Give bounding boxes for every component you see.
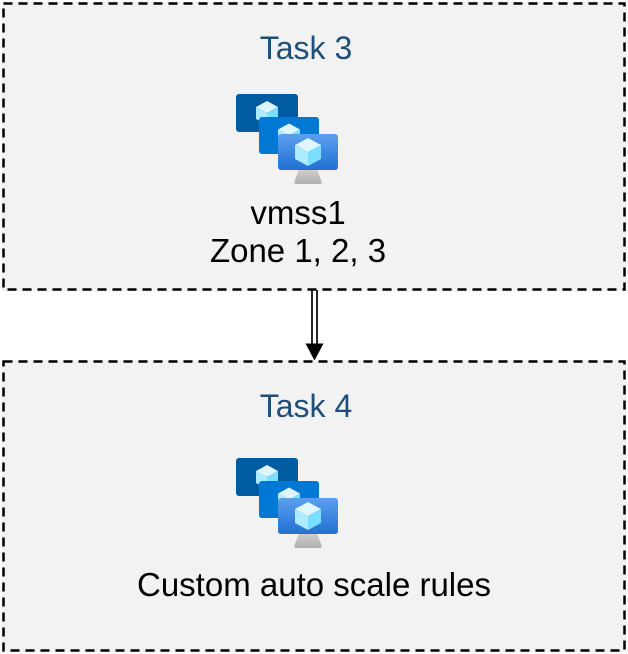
down-arrow-icon xyxy=(305,290,324,361)
vmss-name-label: vmss1 xyxy=(250,193,346,231)
zones-label: Zone 1, 2, 3 xyxy=(209,231,387,269)
autoscale-rules-label: Custom auto scale rules xyxy=(137,565,491,603)
task4-box: Task 4 Custom auto scale rules xyxy=(2,360,626,652)
vmss-icon xyxy=(236,93,338,184)
task3-labels: vmss1 Zone 1, 2, 3 xyxy=(210,194,386,270)
task3-box: Task 3 vmss1 Zone 1, 2, 3 xyxy=(2,2,626,291)
task4-title: Task 4 xyxy=(259,388,353,424)
task4-labels: Custom auto scale rules xyxy=(137,566,491,604)
vmss-icon xyxy=(236,457,338,548)
task3-title: Task 3 xyxy=(259,30,353,66)
